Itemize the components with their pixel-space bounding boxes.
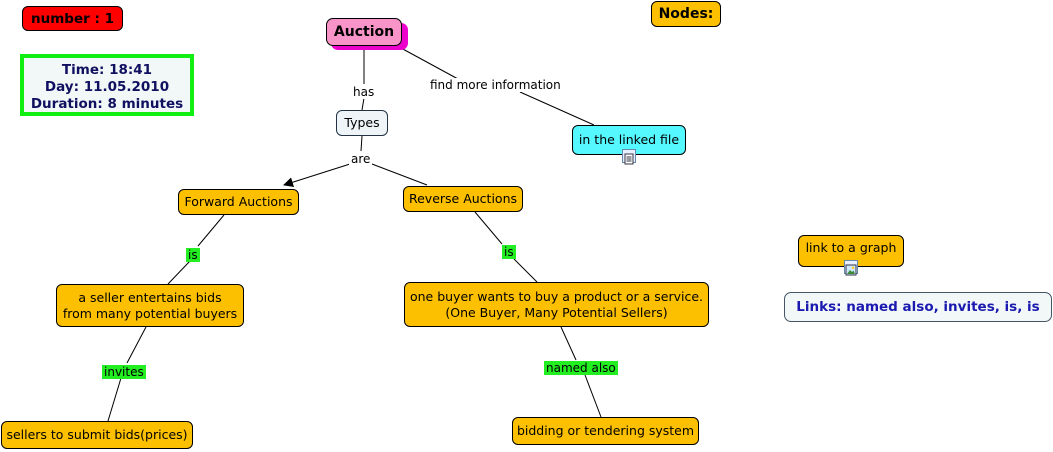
line-types-are: [360, 135, 363, 152]
line-forward-is: [197, 214, 225, 247]
link-label-invites: invites: [102, 365, 146, 379]
graph-link-label: link to a graph: [805, 240, 897, 255]
duration-text: Duration: 8 minutes: [30, 96, 184, 112]
one-buyer-line1: one buyer wants to buy a product or a se…: [409, 288, 704, 304]
link-label-is-reverse: is: [502, 245, 516, 259]
line-buyer-namedalso: [560, 326, 577, 361]
day-text: Day: 11.05.2010: [44, 79, 170, 95]
reverse-auctions-label: Reverse Auctions: [408, 191, 518, 206]
number-badge-text: number : 1: [31, 10, 114, 27]
one-buyer-node[interactable]: one buyer wants to buy a product or a se…: [404, 282, 709, 327]
seller-entertains-line1: a seller entertains bids: [78, 289, 222, 305]
link-label-find-more-information: find more information: [428, 78, 563, 92]
auction-node[interactable]: Auction: [326, 18, 402, 46]
links-summary-text: Links: named also, invites, is, is: [796, 299, 1040, 315]
line-findmore-linkedfile: [519, 91, 595, 126]
line-has-types: [361, 97, 365, 111]
one-buyer-line2: (One Buyer, Many Potential Sellers): [445, 304, 668, 320]
line-seller-invites: [126, 326, 147, 364]
types-node[interactable]: Types: [336, 110, 388, 136]
time-text: Time: 18:41: [61, 62, 153, 78]
types-node-label: Types: [344, 115, 380, 130]
link-label-has: has: [351, 85, 377, 99]
link-label-are: are: [349, 152, 373, 166]
image-icon-glyph: [845, 264, 857, 276]
line-are-forward: [283, 163, 351, 188]
line-auction-findmore: [400, 47, 459, 80]
link-label-named-also: named also: [544, 361, 618, 375]
seller-entertains-line2: from many potential buyers: [62, 305, 238, 321]
time-info-box: Time: 18:41 Day: 11.05.2010 Duration: 8 …: [20, 54, 194, 116]
seller-entertains-bids-node[interactable]: a seller entertains bids from many poten…: [56, 284, 244, 327]
forward-auctions-node[interactable]: Forward Auctions: [178, 189, 299, 215]
line-are-reverse: [371, 163, 428, 186]
links-summary: Links: named also, invites, is, is: [784, 292, 1052, 322]
sellers-submit-bids-label: sellers to submit bids(prices): [6, 427, 188, 442]
image-icon[interactable]: [844, 260, 858, 276]
line-invites-sellers: [107, 377, 122, 422]
bidding-tendering-label: bidding or tendering system: [516, 423, 695, 438]
reverse-auctions-node[interactable]: Reverse Auctions: [403, 186, 523, 212]
number-badge: number : 1: [22, 6, 123, 31]
link-label-is-forward: is: [186, 248, 200, 262]
nodes-header: Nodes:: [651, 1, 721, 27]
nodes-header-text: Nodes:: [658, 6, 714, 22]
line-reverse-is: [474, 211, 503, 245]
auction-node-label: Auction: [333, 24, 395, 40]
document-icon[interactable]: [622, 149, 636, 165]
forward-auctions-label: Forward Auctions: [184, 194, 293, 209]
sellers-submit-bids-node[interactable]: sellers to submit bids(prices): [1, 421, 193, 449]
bidding-tendering-node[interactable]: bidding or tendering system: [512, 417, 699, 445]
line-is-seller: [167, 260, 191, 285]
line-is-buyer: [513, 258, 538, 283]
document-icon-glyph: [624, 153, 634, 165]
linked-file-label: in the linked file: [578, 132, 680, 147]
line-namedalso-bidding: [584, 374, 602, 418]
